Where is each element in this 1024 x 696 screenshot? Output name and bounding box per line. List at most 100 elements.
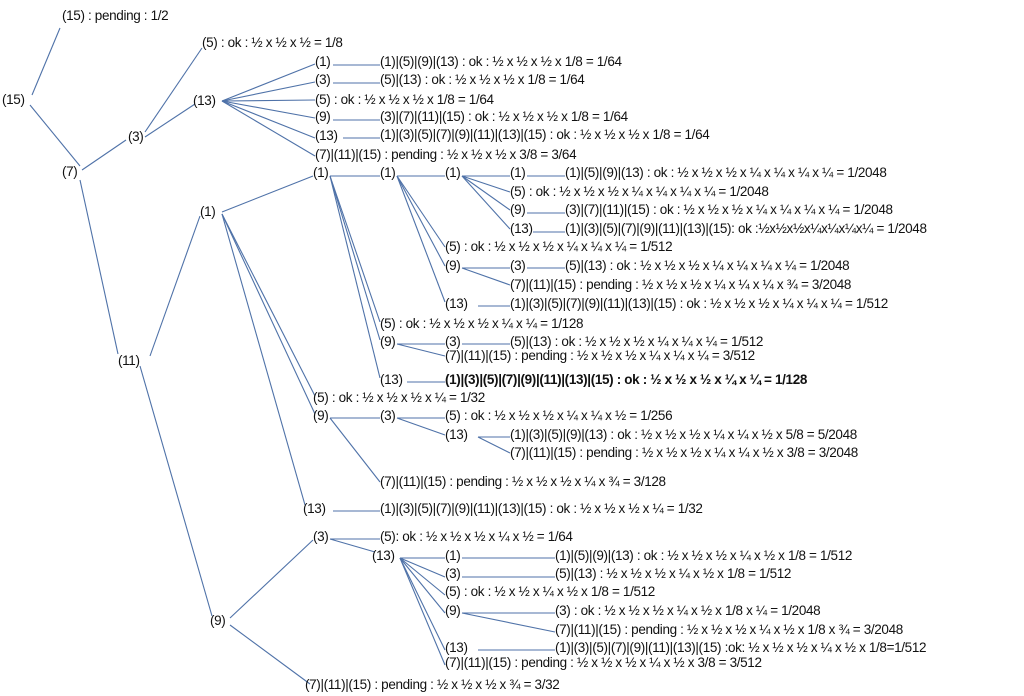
tree-edge: [461, 175, 511, 193]
tree-edge: [221, 100, 316, 139]
tree-node-label: (1)|(3)|(5)|(7)|(9)|(11)|(13)|(15) : ok …: [445, 372, 808, 387]
tree-node-label: (5) : ok : ½ x ½ x ½ x 1/8 = 1/64: [315, 92, 494, 107]
tree-node-label: (9): [315, 109, 331, 124]
tree-edge: [396, 175, 446, 248]
tree-edge: [139, 365, 213, 617]
tree-node-label: (3)|(7)|(11)|(15) : ok : ½ x ½ x ½ x ¼ x…: [565, 202, 893, 217]
tree-node-label: (3): [128, 129, 144, 144]
tree-edge: [477, 436, 511, 454]
tree-node-label: (3): [445, 334, 461, 349]
tree-node-label: (5) : ok : ½ x ½ x ½ x ¼ = 1/32: [313, 390, 485, 405]
tree-edge: [144, 103, 196, 138]
tree-node-label: (3): [445, 566, 461, 581]
tree-node-label: (13): [445, 296, 468, 311]
tree-node-label: (9): [445, 603, 461, 618]
tree-edge: [149, 215, 201, 357]
tree-node-label: (5) : ok : ½ x ½ x ½ x ¼ x ¼ x ¼ = 1/512: [445, 239, 673, 254]
tree-edge: [221, 100, 316, 157]
tree-node-label: (1): [445, 548, 461, 563]
tree-node-label: (7): [62, 164, 78, 179]
tree-edge: [461, 175, 511, 230]
tree-edge: [221, 99, 316, 102]
tree-edge: [396, 417, 446, 436]
tree-node-label: (15) : pending : 1/2: [62, 8, 169, 23]
tree-edge: [221, 175, 314, 213]
tree-edge: [329, 538, 376, 553]
tree-edge: [81, 139, 127, 171]
tree-node-label: (5) : ok : ½ x ½ x ½ x ¼ x ¼ x ½ = 1/256: [445, 408, 673, 423]
tree-node-label: (3): [510, 258, 526, 273]
tree-edge: [399, 557, 446, 578]
tree-node-label: (1)|(5)|(9)|(13) : ok : ½ x ½ x ½ x ¼ x …: [565, 165, 887, 180]
tree-edge: [399, 557, 446, 614]
tree-edge: [329, 417, 381, 483]
tree-edge: [221, 213, 316, 415]
tree-node-label: (13): [510, 221, 533, 236]
tree-node-label: (13): [315, 128, 338, 143]
tree-node-label: (1): [200, 204, 216, 219]
tree-node-label: (5)|(13) : ½ x ½ x ½ x ¼ x ½ x 1/8 = 1/5…: [555, 566, 792, 581]
tree-node-label: (5) : ok : ½ x ½ x ¼ x ½ x 1/8 = 1/512: [445, 584, 655, 599]
tree-node-label: (5) : ok : ½ x ½ x ½ x ¼ x ¼ x ¼ x ¼ = 1…: [510, 184, 769, 199]
tree-node-label: (1)|(3)|(5)|(7)|(9)|(11)|(13)|(15) : ok …: [380, 501, 703, 516]
tree-node-label: (1): [315, 54, 331, 69]
tree-node-label: (7)|(11)|(15) : pending : ½ x ½ x ½ x ¼ …: [510, 277, 852, 292]
tree-node-label: (9): [313, 408, 329, 423]
tree-node-label: (13): [303, 501, 326, 516]
tree-node-label: (7)|(11)|(15) : pending : ½ x ½ x ½ x ¼ …: [555, 622, 903, 637]
tree-node-label: (5) : ok : ½ x ½ x ½ x ¼ x ¼ = 1/128: [380, 316, 584, 331]
tree-node-label: (9): [210, 613, 226, 628]
tree-edge: [399, 557, 446, 666]
tree-node-label: (5)|(13) : ok : ½ x ½ x ½ x ¼ x ¼ x ¼ = …: [510, 334, 764, 349]
tree-edge: [221, 81, 316, 102]
tree-edge: [221, 213, 306, 506]
tree-node-label: (3): [315, 72, 331, 87]
tree-node-label: (7)|(11)|(15) : pending : ½ x ½ x ½ x ¼ …: [445, 348, 755, 363]
tree-edge: [329, 175, 381, 323]
tree-node-label: (1)|(3)|(5)|(7)|(9)|(11)|(13)|(15) : ok …: [510, 296, 888, 311]
tree-node-label: (7)|(11)|(15) : pending : ½ x ½ x ½ x ¾ …: [305, 677, 560, 692]
tree-edge: [461, 175, 511, 211]
tree-node-label: (3)|(7)|(11)|(15) : ok : ½ x ½ x ½ x 1/8…: [380, 109, 628, 124]
tree-edge: [229, 539, 314, 619]
tree-edge: [399, 557, 446, 651]
tree-node-label: (9): [380, 334, 396, 349]
tree-node-label: (5): ok : ½ x ½ x ½ x ¼ x ½ = 1/64: [380, 529, 573, 544]
tree-node-label: (5)|(13) : ok : ½ x ½ x ½ x ¼ x ¼ x ¼ x …: [565, 258, 850, 273]
tree-node-label: (7)|(11)|(15) : pending : ½ x ½ x ½ x 3/…: [315, 147, 577, 162]
tree-edge: [329, 175, 381, 341]
tree-node-label: (1): [445, 165, 461, 180]
tree-edge: [461, 267, 511, 286]
tree-node-label: (1)|(5)|(9)|(13) : ok : ½ x ½ x ½ x ¼ x …: [555, 548, 853, 563]
tree-edge: [221, 63, 316, 102]
tree-node-label: (13): [372, 548, 395, 563]
tree-node-label: (7)|(11)|(15) : pending : ½ x ½ x ½ x ¼ …: [445, 655, 762, 670]
tree-node-label: (9): [510, 202, 526, 217]
tree-edge: [144, 47, 203, 133]
tree-node-label: (1)|(3)|(5)|(7)|(9)|(11)|(13)|(15): ok :…: [565, 221, 927, 236]
tree-node-label: (1): [510, 165, 526, 180]
tree-node-label: (5) : ok : ½ x ½ x ½ = 1/8: [202, 35, 343, 50]
tree-node-label: (1): [313, 165, 329, 180]
tree-edge: [229, 624, 311, 685]
tree-node-label: (13): [380, 372, 403, 387]
tree-node-label: (3): [313, 529, 329, 544]
tree-node-label: (1)|(3)|(5)|(9)|(13) : ok : ½ x ½ x ½ x …: [510, 427, 857, 442]
tree-node-label: (11): [118, 353, 140, 368]
tree-node-label: (1)|(3)|(5)|(7)|(9)|(11)|(13)|(15) : ok …: [380, 127, 710, 142]
tree-node-label: (7)|(11)|(15) : pending : ½ x ½ x ½ x ¼ …: [380, 474, 666, 489]
tree-edge: [396, 175, 446, 303]
tree-node-label: (1)|(3)|(5)|(7)|(9)|(11)|(13)|(15) :ok: …: [555, 640, 927, 655]
tree-node-label: (13): [193, 93, 216, 108]
tree-edge: [79, 179, 119, 355]
tree-node-label: (5)|(13) : ok : ½ x ½ x ½ x 1/8 = 1/64: [380, 72, 585, 87]
tree-edge: [221, 100, 316, 119]
tree-node-label: (9): [445, 258, 461, 273]
tree-edge: [329, 175, 381, 379]
tree-edge: [461, 612, 556, 633]
tree-node-label: (3) : ok : ½ x ½ x ½ x ¼ x ½ x 1/8 x ¼ =…: [555, 603, 821, 618]
tree-edge: [31, 27, 61, 96]
tree-node-label: (1): [380, 165, 396, 180]
